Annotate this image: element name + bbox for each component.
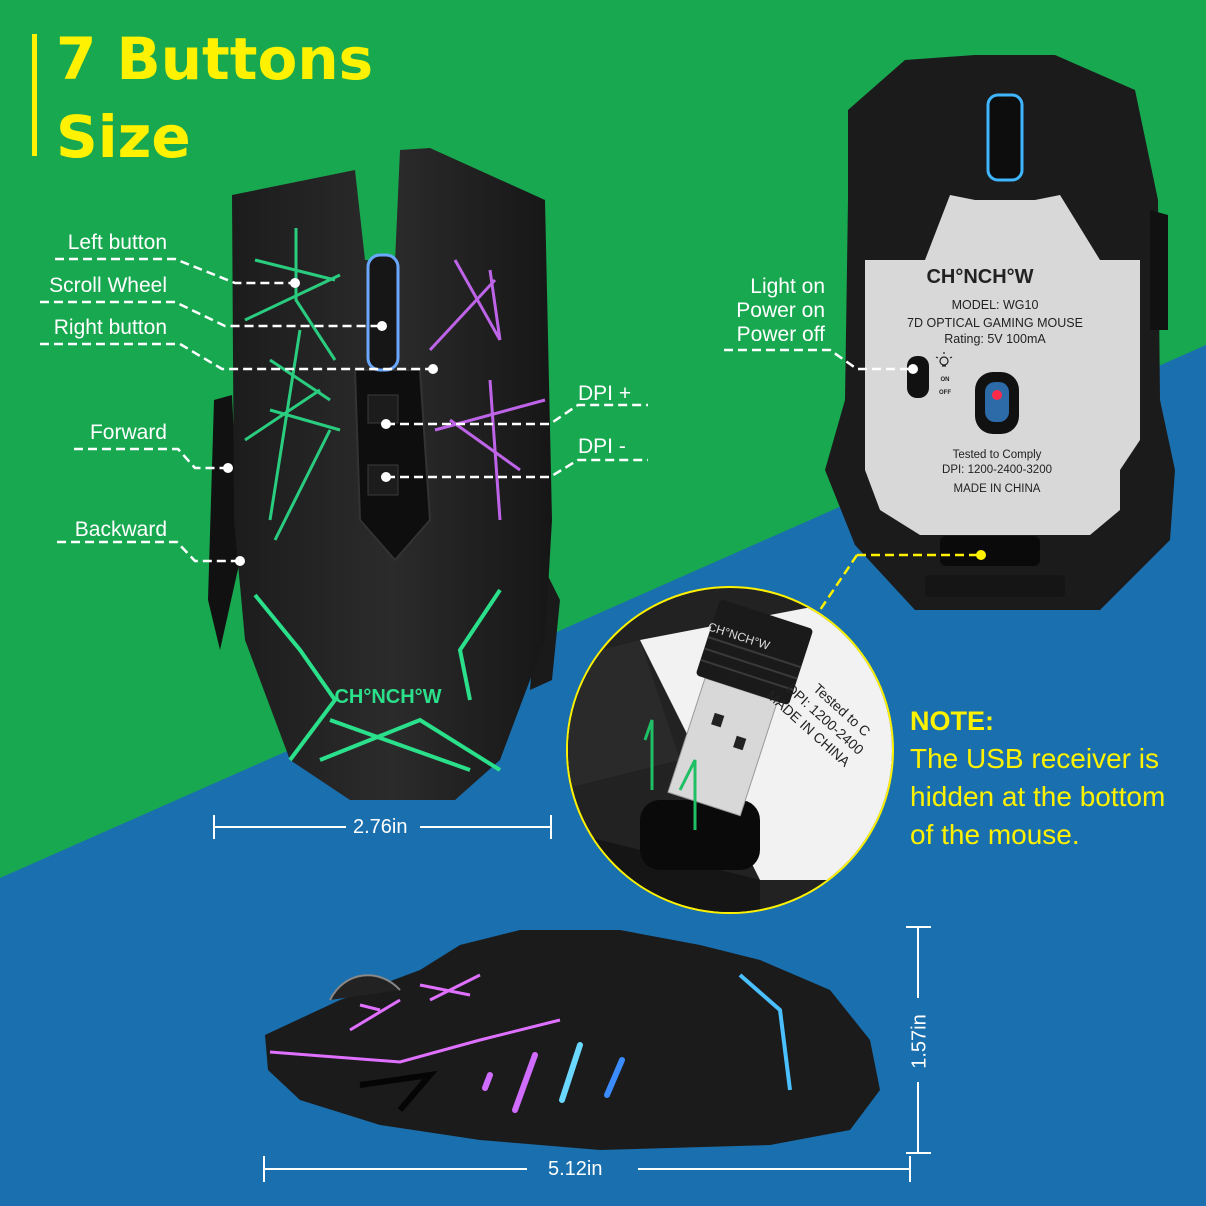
title-accent-bar [32, 34, 37, 156]
note-heading: NOTE: [910, 706, 994, 736]
plate-logo: CH°NCH°W [926, 266, 1033, 288]
switch-label-light-on: Light on [750, 275, 825, 298]
height-dimension-label: 1.57in [908, 1014, 931, 1069]
switch-label-power-off: Power off [736, 323, 825, 346]
plate-product: 7D OPTICAL GAMING MOUSE [907, 316, 1083, 330]
switch-off-mark: OFF [939, 390, 951, 396]
plate-origin: MADE IN CHINA [954, 483, 1041, 495]
callout-scroll-wheel: Scroll Wheel [49, 274, 167, 297]
note-line-3: of the mouse. [910, 819, 1080, 850]
switch-label-power-on: Power on [736, 299, 825, 322]
callout-dpi-plus: DPI + [578, 382, 632, 405]
callout-forward: Forward [89, 421, 167, 444]
callout-right-button: Right button [53, 316, 167, 339]
length-dimension-label: 5.12in [548, 1158, 603, 1180]
plate-tested: Tested to Comply [953, 449, 1042, 461]
top-mouse-logo: CH°NCH°W [334, 686, 441, 708]
width-dimension-label: 2.76in [353, 816, 408, 838]
switch-on-mark: ON [941, 377, 950, 383]
plate-dpi: DPI: 1200-2400-3200 [942, 464, 1052, 476]
lightbulb-icon [935, 352, 953, 367]
plate-model: MODEL: WG10 [952, 298, 1039, 312]
note-line-2: hidden at the bottom [910, 781, 1166, 812]
plate-rating: Rating: 5V 100mA [944, 332, 1046, 346]
callout-left-button: Left button [67, 231, 167, 254]
callout-backward: Backward [74, 518, 167, 541]
note-line-1: The USB receiver is [910, 743, 1159, 774]
title-line-1: 7 Buttons [56, 25, 374, 93]
title-line-2: Size [56, 103, 191, 171]
callout-dpi-minus: DPI - [578, 435, 626, 458]
